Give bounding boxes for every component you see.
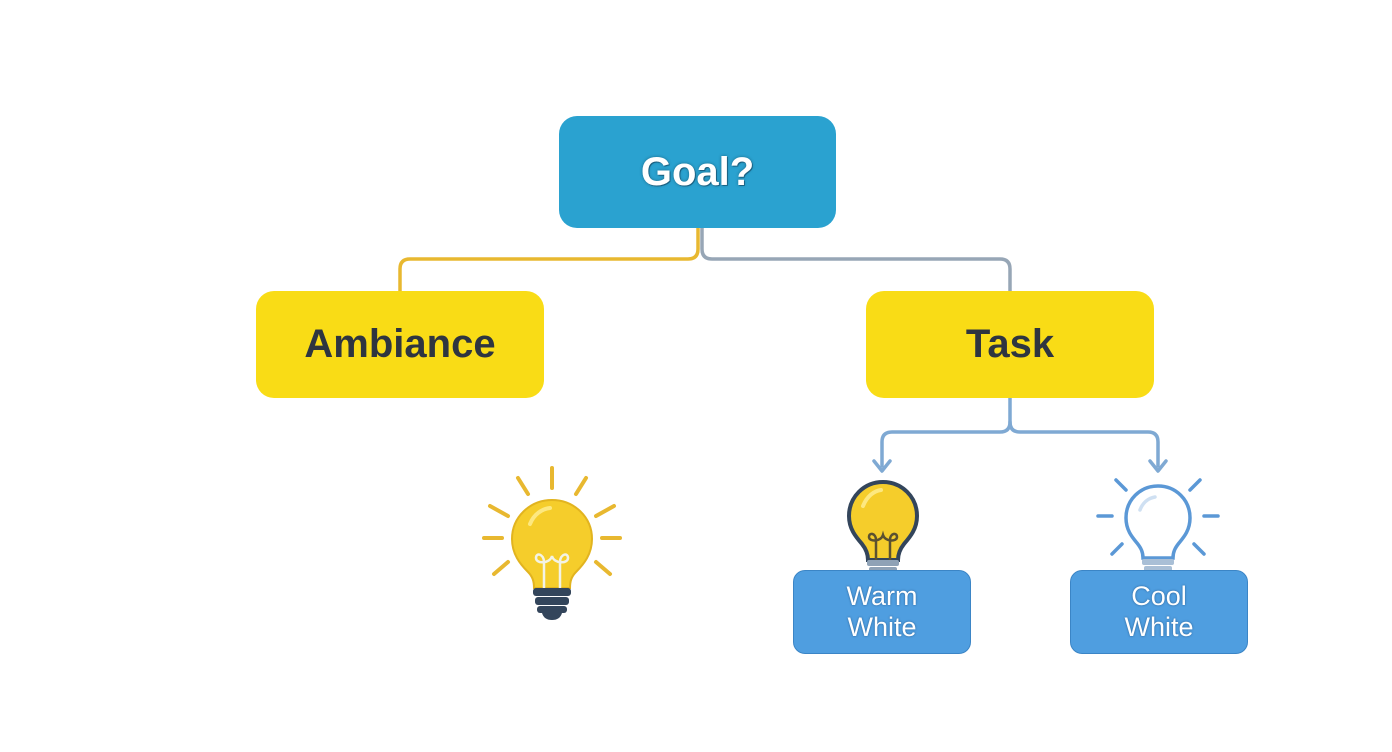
warm-white-label: Warm White	[846, 581, 918, 642]
connector-task-cool	[1008, 420, 1160, 468]
cool-white-node: Cool White	[1070, 570, 1248, 654]
arrowhead-cool	[1148, 459, 1168, 473]
connector-goal-task	[700, 226, 1012, 293]
goal-node: Goal?	[559, 116, 836, 228]
connector-goal-ambiance	[398, 226, 700, 293]
task-node: Task	[866, 291, 1154, 398]
lightbulb-warm-icon	[846, 479, 920, 580]
lightbulb-cool-icon	[1096, 478, 1220, 572]
ambiance-label: Ambiance	[304, 322, 496, 366]
warm-white-node: Warm White	[793, 570, 971, 654]
connector-task-options	[880, 396, 1012, 468]
cool-white-label: Cool White	[1124, 581, 1194, 642]
arrowhead-warm	[872, 459, 892, 473]
task-label: Task	[965, 322, 1055, 366]
goal-label: Goal?	[640, 149, 755, 194]
lightbulb-glowing-icon	[482, 466, 622, 620]
ambiance-node: Ambiance	[256, 291, 544, 398]
